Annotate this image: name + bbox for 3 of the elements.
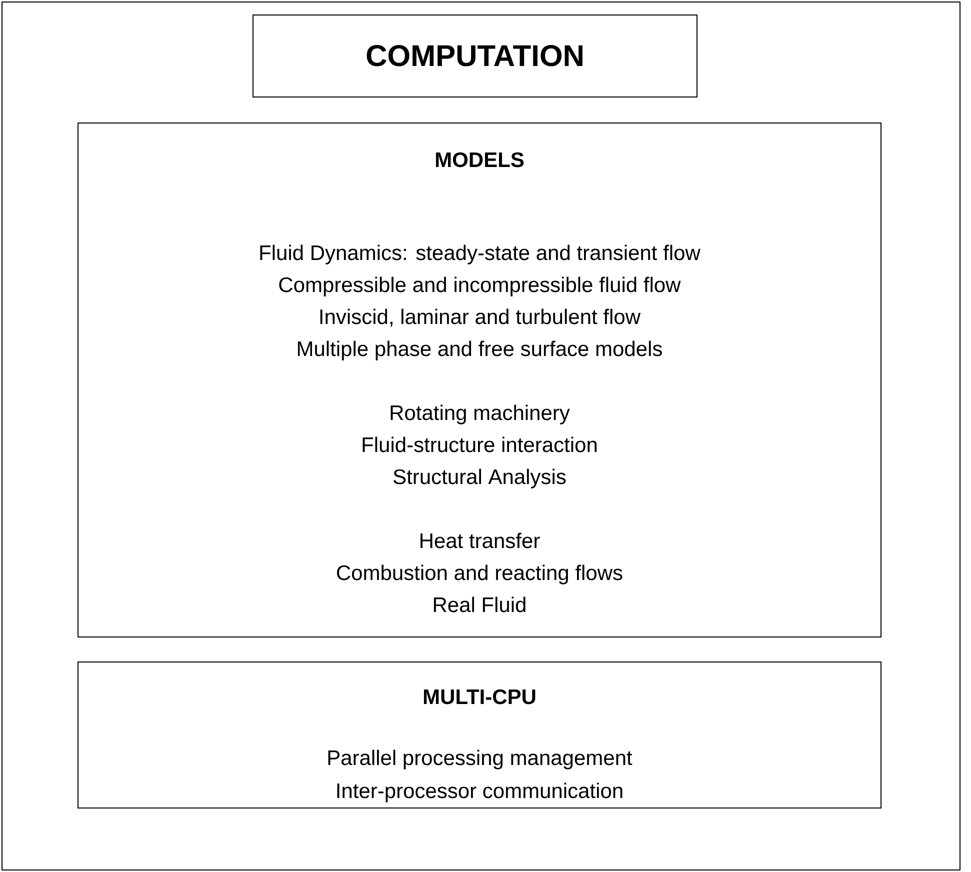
multi-cpu-panel: MULTI-CPU Parallel processing management Inter-processor communication — [78, 661, 882, 808]
models-panel: MODELS Fluid Dynamics: steady-state and transient flow Compressible and incompressible fluid flow Inviscid, laminar and turbulent flow Multiple phase and free surface models Rotating machinery Fluid-structure interaction Structural Analysis Heat transfer Combustion and reacting flows Real Fluid — [78, 122, 882, 638]
title-box: COMPUTATION — [252, 14, 698, 98]
